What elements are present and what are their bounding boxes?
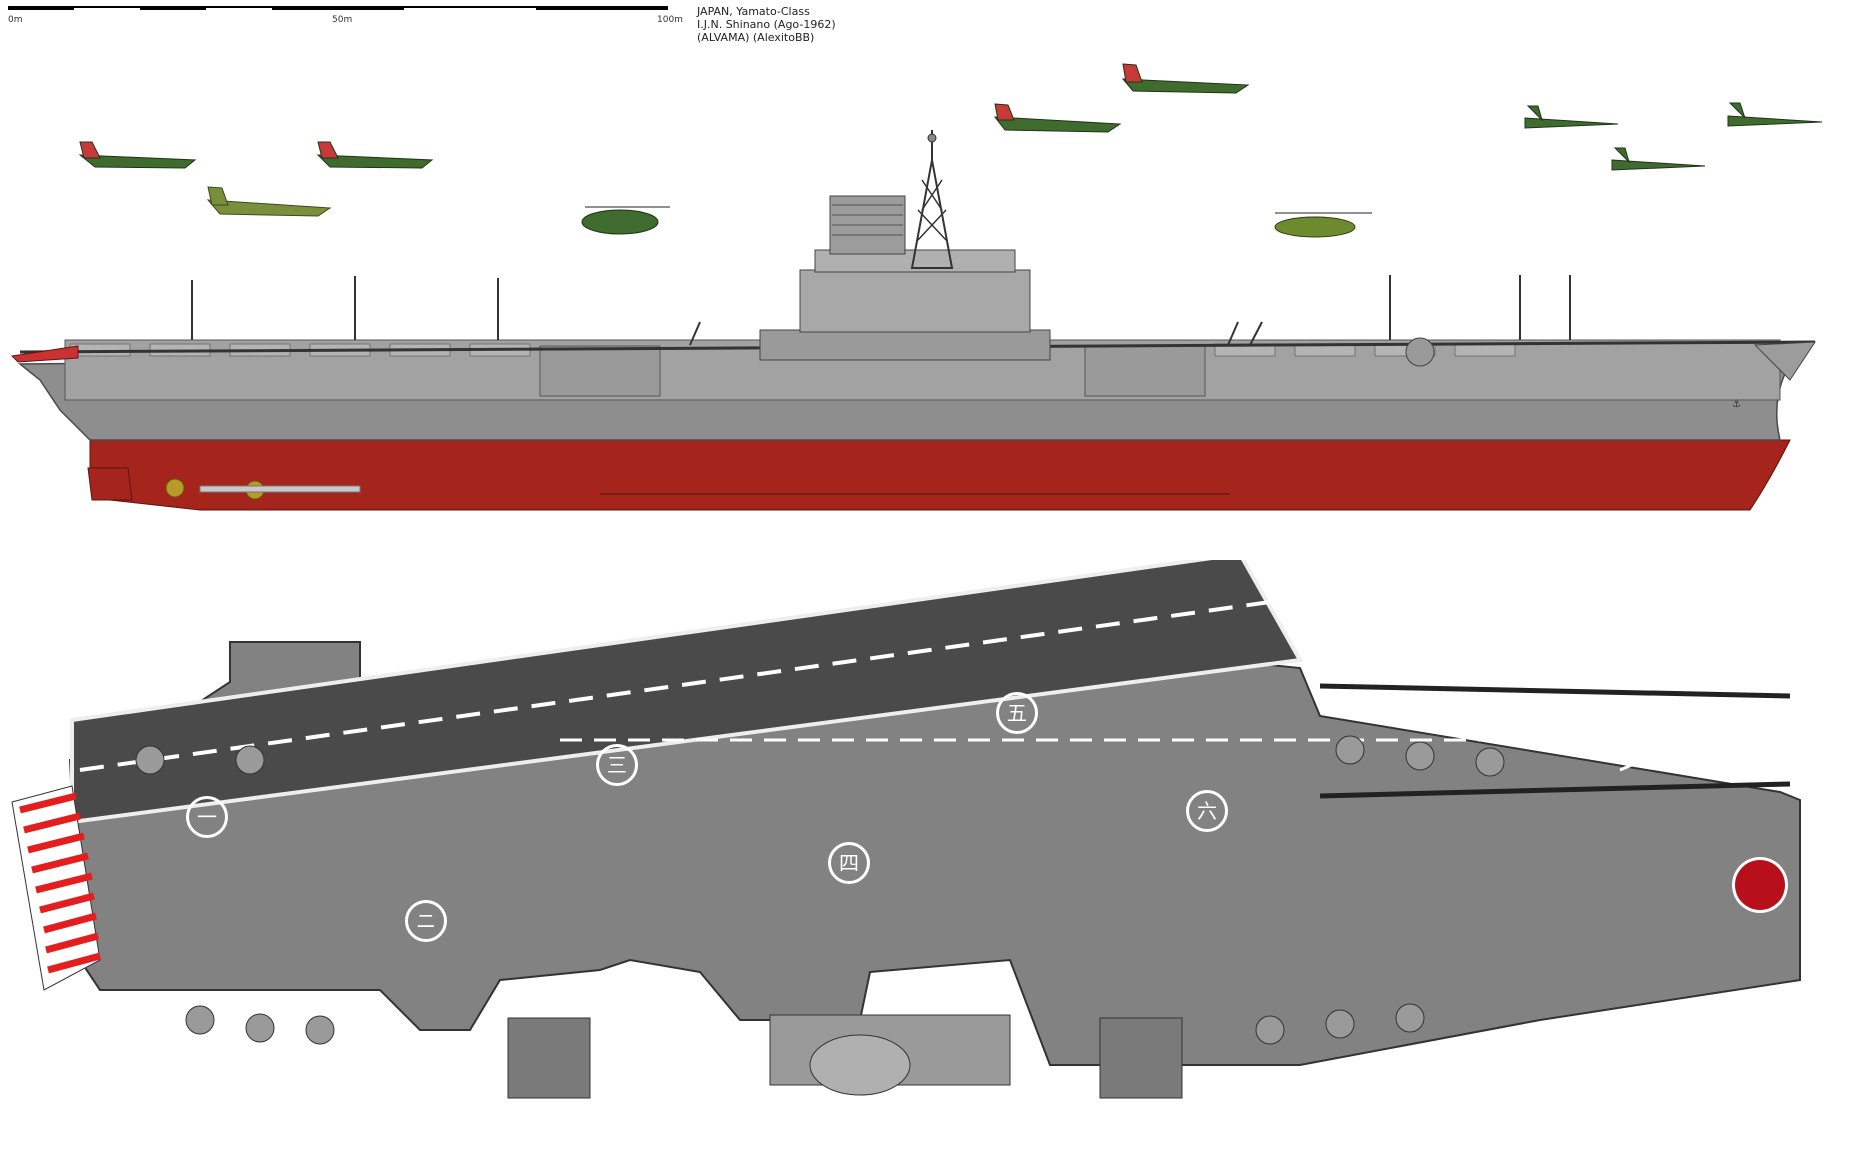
top-view xyxy=(11,560,1801,1099)
f4-phantom-2 xyxy=(316,141,434,169)
caption-line-1: JAPAN, Yamato-Class xyxy=(697,5,810,18)
arrow-marking xyxy=(1604,708,1694,772)
side-profile: ⚓ xyxy=(10,130,1816,511)
scale-label-mid: 50m xyxy=(332,15,353,25)
deck-marking: 六 xyxy=(1186,790,1228,832)
jet-5 xyxy=(1121,63,1250,94)
deck-marking: 五 xyxy=(996,692,1038,734)
island-base xyxy=(759,329,1051,361)
deck-marking: 四 xyxy=(828,842,870,884)
scale-bar xyxy=(8,6,668,10)
f4-phantom-1 xyxy=(78,141,197,169)
caption-line-3: (ALVAMA) (AlexitoBB) xyxy=(697,31,815,44)
elevator xyxy=(507,1017,591,1099)
stern-ramp-top xyxy=(11,785,101,991)
f4-phantom-3 xyxy=(206,186,332,217)
f5-1 xyxy=(1524,105,1619,129)
svg-text:⚓: ⚓ xyxy=(1732,399,1741,410)
scale-label-end: 100m xyxy=(657,15,683,25)
stern-ramp xyxy=(10,345,79,363)
rudder xyxy=(87,467,133,501)
deck-marking: 一 xyxy=(186,796,228,838)
bow-flare xyxy=(1753,341,1816,381)
deck-marking: ニ xyxy=(405,900,447,942)
island-body xyxy=(799,269,1031,333)
jet-4 xyxy=(993,103,1122,133)
f5-3 xyxy=(1611,147,1706,171)
deck-marking: 三 xyxy=(596,744,638,786)
f5-2 xyxy=(1727,102,1823,127)
caption-line-2: I.J.N. Shinano (Ago-1962) xyxy=(697,18,836,31)
scale-label-start: 0m xyxy=(8,15,23,25)
propeller-icon xyxy=(165,478,185,498)
elevator xyxy=(1099,1017,1183,1099)
aircraft-group xyxy=(78,63,1823,238)
hull-lower-red xyxy=(89,439,1791,511)
helicopter-1 xyxy=(581,206,670,235)
helicopter-2 xyxy=(1274,212,1372,238)
